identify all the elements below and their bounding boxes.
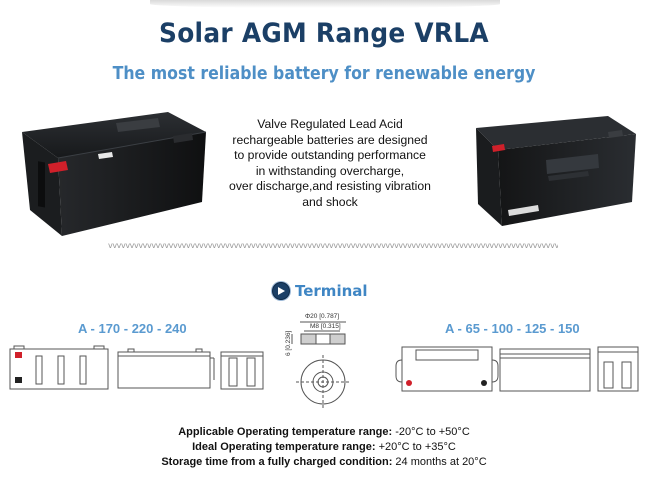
decorative-divider: vvvvvvvvvvvvvvvvvvvvvvvvvvvvvvvvvvvvvvvv… — [108, 241, 558, 250]
battery-photo-left — [22, 112, 207, 236]
drawing-left-side — [117, 348, 215, 389]
dimension-thread: M8 [0.315] — [310, 323, 341, 330]
description-line: and shock — [302, 194, 358, 209]
spec-value: +20°C to +35°C — [375, 441, 456, 453]
page-subtitle: The most reliable battery for renewable … — [112, 64, 536, 84]
spec-storage-time: Storage time from a fully charged condit… — [0, 455, 648, 470]
page-title: Solar AGM Range VRLA — [159, 18, 489, 49]
product-description: Valve Regulated Lead Acid rechargeable b… — [215, 117, 445, 211]
terminal-heading: Terminal — [272, 280, 368, 302]
description-line: over discharge,and resisting vibration — [229, 179, 431, 194]
drawing-right-front — [395, 346, 499, 392]
spec-label: Applicable Operating temperature range: — [178, 426, 393, 438]
spec-label: Storage time from a fully charged condit… — [161, 456, 393, 468]
drawing-left-front — [9, 345, 109, 390]
terminal-marker-negative — [481, 380, 487, 386]
temperature-specs: Applicable Operating temperature range: … — [0, 425, 648, 470]
description-line: rechargeable batteries are designed — [232, 132, 428, 147]
top-shade — [150, 0, 500, 8]
terminal-marker-positive — [15, 352, 22, 358]
description-line: in withstanding overcharge, — [255, 163, 405, 178]
drawing-left-end — [220, 351, 264, 390]
play-circle-icon — [272, 282, 290, 300]
model-list-right: A - 65 - 100 - 125 - 150 — [445, 321, 580, 336]
dimension-diameter: Φ20 [0.787] — [305, 313, 339, 320]
spec-label: Ideal Operating temperature range: — [192, 441, 376, 453]
drawing-right-end — [597, 346, 639, 392]
spec-operating-range: Applicable Operating temperature range: … — [0, 425, 648, 440]
battery-photo-right — [476, 116, 636, 226]
terminal-heading-label: Terminal — [295, 282, 368, 300]
dimension-height: 6 [0.236] — [285, 331, 292, 356]
terminal-marker-negative — [15, 377, 22, 383]
drawing-right-side — [499, 348, 591, 392]
model-list-left: A - 170 - 220 - 240 — [78, 321, 187, 336]
description-line: to provide outstanding performance — [234, 148, 426, 163]
description-line: Valve Regulated Lead Acid — [257, 117, 403, 131]
spec-value: 24 months at 20°C — [392, 456, 487, 468]
drawing-terminal-detail — [291, 321, 350, 409]
technical-drawings: Φ20 [0.787] M8 [0.315] 6 [0.236] — [9, 313, 639, 409]
spec-value: -20°C to +50°C — [392, 426, 470, 438]
spec-ideal-range: Ideal Operating temperature range: +20°C… — [0, 440, 648, 455]
terminal-marker-positive — [406, 380, 412, 386]
